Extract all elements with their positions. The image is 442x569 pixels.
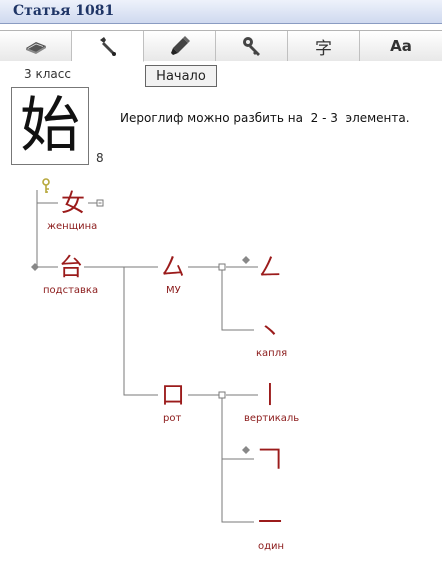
component-woman[interactable]: 女: [61, 189, 85, 217]
component-drop[interactable]: 丶: [258, 318, 282, 346]
component-label: вертикаль: [244, 413, 300, 424]
font-icon: Aa: [390, 37, 412, 55]
component-hook[interactable]: 𠃍: [258, 445, 282, 473]
tab-brush[interactable]: [144, 31, 216, 61]
tooltip: Начало: [145, 65, 217, 87]
page-title: Статья 1081: [13, 3, 115, 19]
book-icon: [24, 38, 48, 54]
key-icon: [41, 178, 51, 198]
stroke-count: 8: [96, 151, 104, 165]
component-label: один: [258, 541, 285, 552]
diamond-icon: [241, 440, 251, 459]
tab-font[interactable]: Aa: [360, 31, 442, 61]
component-stand[interactable]: 台: [59, 253, 83, 281]
component-label: МУ: [166, 285, 181, 296]
diamond-icon: [30, 257, 40, 276]
component-label: женщина: [47, 221, 98, 232]
component-one[interactable]: 一: [258, 508, 282, 536]
component-mouth[interactable]: 口: [161, 381, 185, 409]
component-label: капля: [256, 348, 288, 359]
tab-bar: 字 Aa: [0, 30, 442, 62]
tab-key[interactable]: [216, 31, 288, 61]
component-vertical[interactable]: 丨: [258, 381, 282, 409]
component-mu[interactable]: 厶: [161, 253, 185, 281]
title-bar: Статья 1081: [0, 0, 442, 24]
kanji-icon: 字: [315, 38, 332, 59]
component-label: подставка: [43, 285, 99, 296]
tab-kanji[interactable]: 字: [288, 31, 360, 61]
key-icon: [241, 35, 263, 57]
component-label: рот: [163, 413, 182, 424]
grade-label: 3 класс: [24, 67, 71, 81]
brush-icon: [169, 35, 191, 57]
wrench-icon: [97, 35, 119, 57]
main-character: 始: [11, 87, 89, 165]
diamond-icon: [241, 250, 251, 269]
tab-book[interactable]: [0, 31, 72, 61]
tab-components[interactable]: [72, 31, 144, 62]
decomposition-info: Иероглиф можно разбить на 2 - 3 элемента…: [120, 111, 410, 125]
component-mu-part[interactable]: ㄥ: [258, 253, 282, 281]
